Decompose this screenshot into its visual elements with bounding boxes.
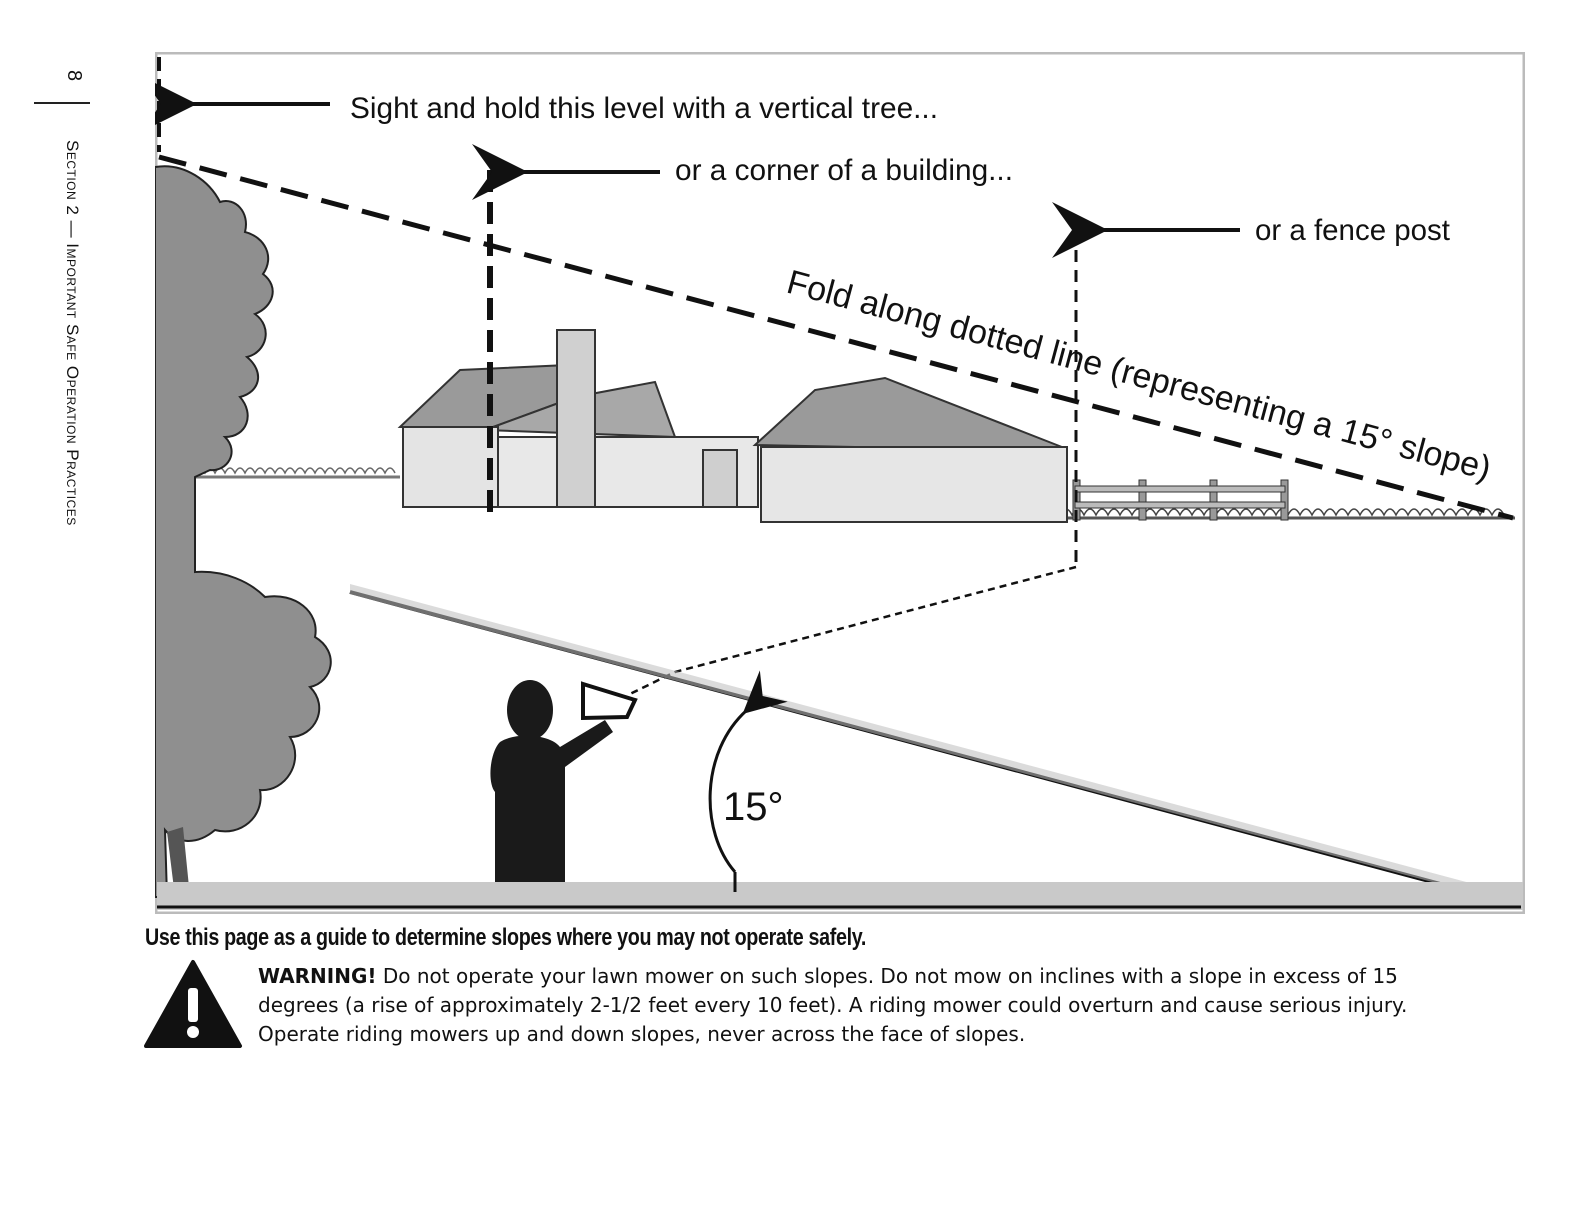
angle-arc xyxy=(708,670,788,873)
fence-callout-text: or a fence post xyxy=(1255,214,1451,247)
person-silhouette xyxy=(490,680,638,882)
tree-callout-text: Sight and hold this level with a vertica… xyxy=(350,92,938,125)
slope-guide-figure: Sight and hold this level with a vertica… xyxy=(155,52,1525,914)
bottom-grass xyxy=(157,882,1523,910)
fold-line xyxy=(158,154,1514,521)
section-title: Section 2 — Important Safe Operation Pra… xyxy=(63,140,82,526)
house-illustration xyxy=(397,329,1068,523)
angle-label: 15° xyxy=(723,785,784,829)
sidebar-divider xyxy=(34,102,90,104)
warning-heading: WARNING! xyxy=(258,964,377,988)
slope-grass xyxy=(350,584,1515,904)
warning-text: WARNING! Do not operate your lawn mower … xyxy=(258,962,1458,1049)
page-caption: Use this page as a guide to determine sl… xyxy=(145,924,867,951)
building-callout-text: or a corner of a building... xyxy=(675,154,1013,187)
warning-body: Do not operate your lawn mower on such s… xyxy=(258,964,1408,1046)
warning-icon xyxy=(144,960,242,1048)
page-number: 8 xyxy=(63,69,86,82)
tree-illustration xyxy=(155,165,332,898)
